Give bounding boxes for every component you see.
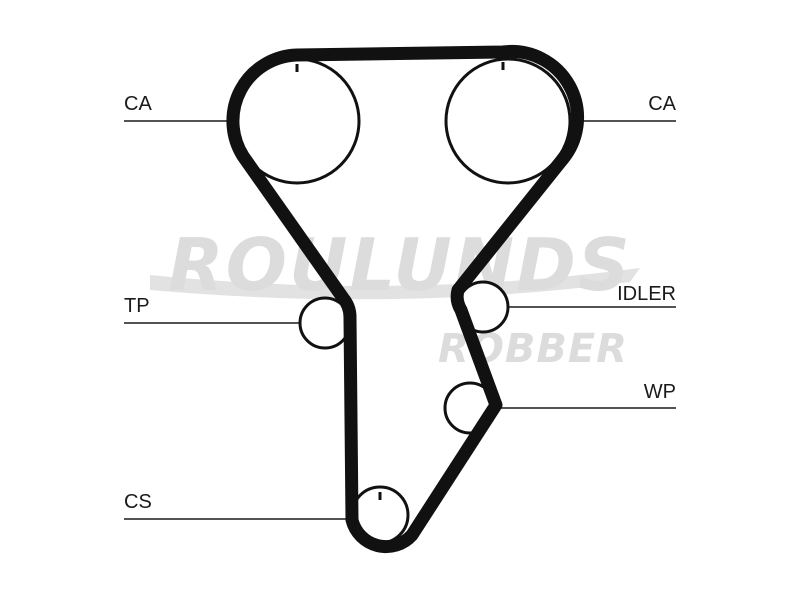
label-ca-right: CA xyxy=(648,93,676,115)
timing-belt xyxy=(226,44,585,554)
camshaft-pulley-right xyxy=(444,57,572,185)
timing-marks xyxy=(295,62,505,500)
watermark-logo: ROULUNDS ROBBER xyxy=(150,223,640,372)
pulleys xyxy=(233,57,572,545)
watermark-swoosh xyxy=(150,268,640,300)
component-labels: CA CA TP IDLER WP CS xyxy=(124,93,677,513)
label-idler: IDLER xyxy=(617,283,676,305)
leader-lines xyxy=(124,120,676,520)
label-ca-left: CA xyxy=(124,93,152,115)
label-wp: WP xyxy=(644,381,676,403)
watermark-brand-text: ROULUNDS xyxy=(168,223,631,307)
label-tp: TP xyxy=(124,295,150,317)
label-cs: CS xyxy=(124,491,152,513)
